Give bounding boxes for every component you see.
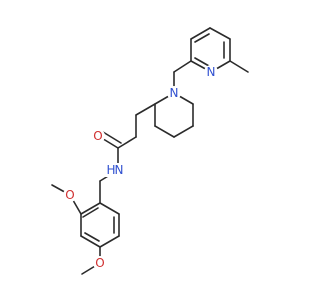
bond bbox=[99, 235, 120, 248]
bond bbox=[99, 202, 120, 215]
bond bbox=[194, 33, 210, 43]
atom-n: N bbox=[207, 65, 216, 79]
carbonyl-oxygen: O bbox=[91, 129, 105, 143]
label-backdrop bbox=[93, 256, 107, 270]
atom-labels: N N O H N O O bbox=[63, 65, 218, 270]
atom-o: O bbox=[95, 256, 104, 270]
bond bbox=[102, 131, 122, 144]
amide-nitrogen: H N bbox=[104, 163, 124, 177]
bond bbox=[209, 27, 231, 40]
bond bbox=[82, 207, 99, 218]
label-backdrop bbox=[204, 65, 218, 79]
atom-h: H bbox=[106, 163, 115, 177]
bond bbox=[173, 60, 192, 73]
atom-o: O bbox=[65, 188, 74, 202]
piperidine-nitrogen: N bbox=[167, 86, 181, 100]
methoxy-oxygen-top: O bbox=[63, 188, 77, 202]
bond bbox=[190, 27, 211, 40]
bond bbox=[154, 125, 175, 138]
bond bbox=[84, 232, 100, 242]
atom-n: N bbox=[115, 163, 124, 177]
label-backdrop bbox=[91, 129, 105, 143]
bond bbox=[194, 57, 210, 67]
label-backdrop bbox=[167, 86, 181, 100]
atom-o: O bbox=[93, 129, 102, 143]
bond bbox=[135, 103, 156, 116]
molecule-structure: N N O H N O O bbox=[51, 27, 249, 275]
bond bbox=[80, 235, 101, 248]
pyridine-nitrogen: N bbox=[204, 65, 218, 79]
bonds bbox=[51, 27, 249, 275]
label-backdrop bbox=[63, 188, 77, 202]
label-backdrop bbox=[104, 163, 124, 177]
atom-n: N bbox=[170, 86, 179, 100]
bond bbox=[117, 136, 137, 149]
bond bbox=[229, 60, 249, 73]
methoxy-oxygen-bottom: O bbox=[93, 256, 107, 270]
bond bbox=[80, 202, 101, 215]
bond bbox=[173, 125, 194, 138]
